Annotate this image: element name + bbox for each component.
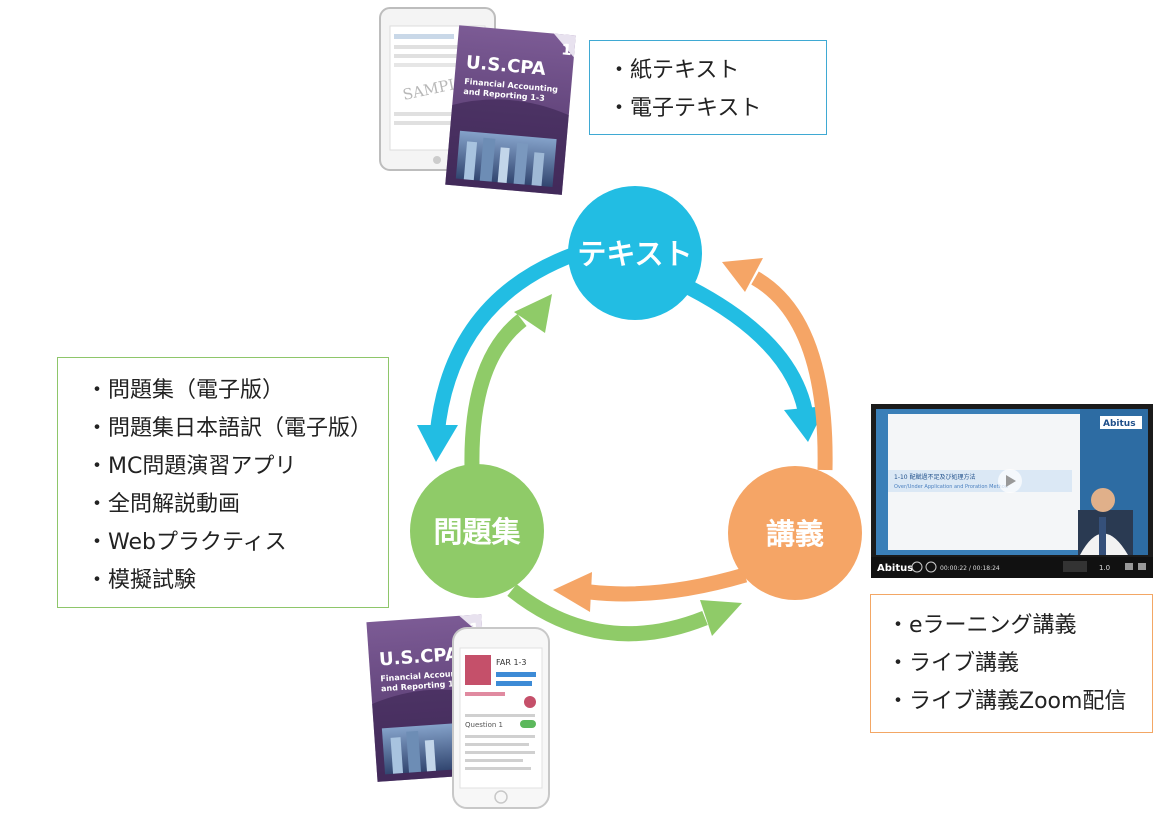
node-problems: 問題集 (410, 464, 544, 598)
problem-item-4: ・全問解説動画 (86, 492, 241, 517)
lecture-item-2: ・ライブ講義 (887, 651, 1020, 676)
problem-item-6: ・模擬試験 (86, 568, 197, 593)
lecture-item-1: ・eラーニング講義 (887, 613, 1077, 638)
node-text: テキスト (568, 186, 702, 320)
problem-item-1: ・問題集（電子版） (86, 378, 285, 403)
textbook-volume: 1 (561, 40, 573, 59)
problem-item-3: ・MC問題演習アプリ (86, 454, 297, 479)
arrow-text-to-problems (417, 246, 578, 462)
node-lecture-label: 講義 (766, 517, 824, 551)
lecture-item-3: ・ライブ講義Zoom配信 (887, 689, 1127, 714)
video-brand-top: Abitus (1103, 419, 1136, 429)
node-lecture: 講義 (728, 466, 862, 600)
arrow-problems-to-text (464, 294, 552, 469)
arrow-lecture-to-text (722, 258, 833, 471)
problem-item-5: ・Webプラクティス (86, 530, 287, 555)
video-slide-subtitle: Over/Under Application and Proration Met… (894, 484, 1008, 490)
text-item-paper: ・紙テキスト (608, 58, 740, 83)
video-speed: 1.0 (1099, 564, 1110, 572)
phone-header: FAR 1-3 (496, 658, 527, 667)
problem-materials-box: ・問題集（電子版） ・問題集日本語訳（電子版） ・MC問題演習アプリ ・全問解説… (57, 357, 389, 608)
video-time: 00:00:22 / 00:18:24 (940, 565, 1000, 572)
arrow-lecture-to-problems (553, 567, 748, 612)
problem-item-2: ・問題集日本語訳（電子版） (86, 416, 373, 441)
video-slide-title: 1-10 配賦過不足及び処理方法 (894, 473, 976, 481)
node-text-label: テキスト (577, 237, 692, 271)
lecture-materials-box: ・eラーニング講義 ・ライブ講義 ・ライブ講義Zoom配信 (870, 594, 1153, 733)
textbook-tablet-image: SAMPLE 1 U.S.CPA Financial Accounting an… (379, 7, 576, 195)
phone-section: Question 1 (465, 721, 503, 729)
text-materials-box: ・紙テキスト ・電子テキスト (589, 40, 827, 135)
arrow-text-to-lecture (686, 281, 826, 442)
video-player-image: Abitus 1-10 配賦過不足及び処理方法 Over/Under Appli… (871, 404, 1153, 578)
text-item-electronic: ・電子テキスト (608, 96, 762, 121)
problem-book-phone-image: 1 U.S.CPA Financial Accounting and Repor… (366, 614, 550, 809)
video-brand-bar: Abitus (877, 563, 913, 574)
node-problems-label: 問題集 (433, 515, 521, 549)
arrow-problems-to-lecture (507, 584, 742, 642)
